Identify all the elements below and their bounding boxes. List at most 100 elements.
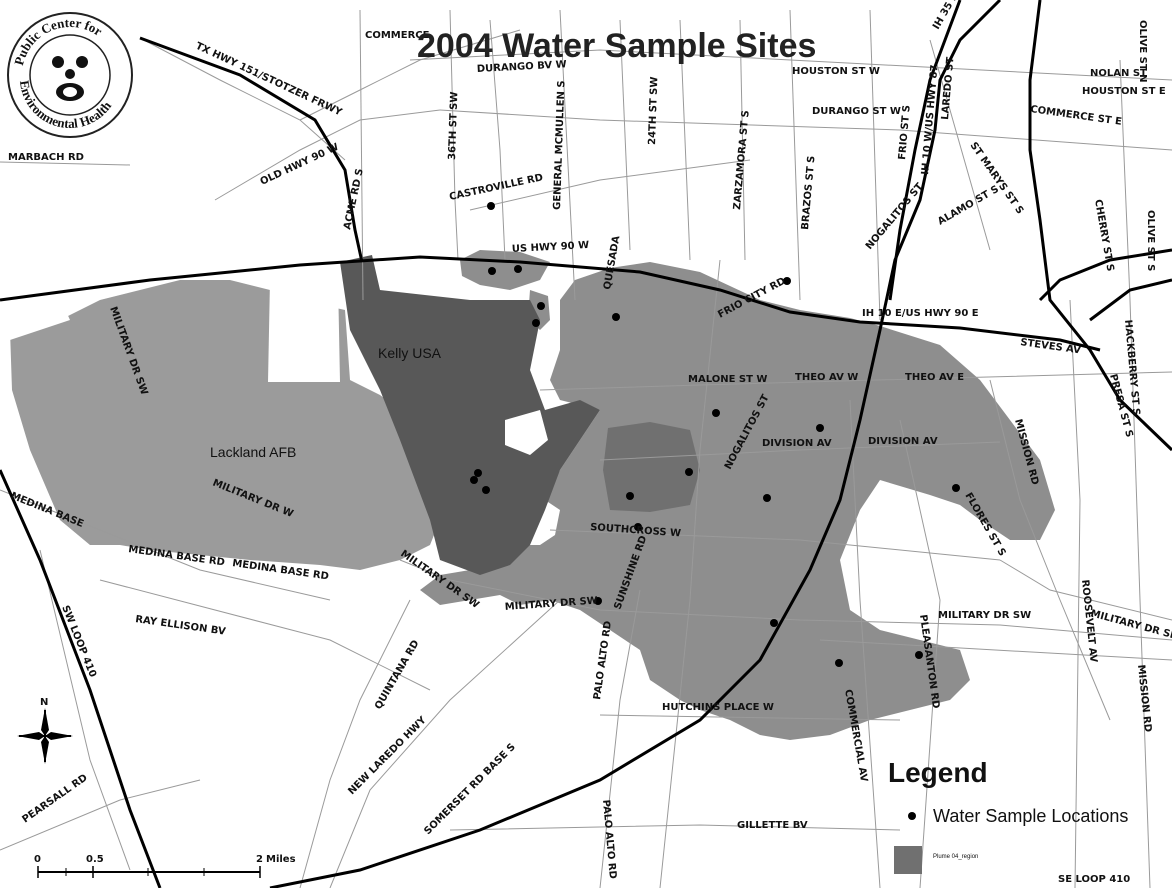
road-label-roosevelt: ROOSEVELT AV	[1079, 579, 1099, 663]
road-label-new-laredo: NEW LAREDO HWY	[346, 714, 429, 797]
road-label-marbach-rd: MARBACH RD	[8, 152, 84, 163]
road-label-mission-rd-south: MISSION RD	[1135, 664, 1153, 732]
road-label-brazos: BRAZOS ST S	[800, 155, 817, 230]
legend-points-label: Water Sample Locations	[933, 806, 1128, 826]
road-label-theo-w: THEO AV W	[795, 372, 858, 383]
road-label-tx-hwy-151: TX HWY 151/STOTZER FRWY	[194, 41, 344, 119]
road-label-olive-st-n: OLIVE ST N	[1137, 20, 1148, 83]
road-label-ray-ellison: RAY ELLISON BV	[135, 614, 227, 638]
kelly-usa-label: Kelly USA	[378, 345, 442, 361]
road-label-military-dr-sw-east: MILITARY DR SW	[938, 610, 1031, 621]
loop-410	[0, 469, 162, 888]
water-sample-point	[763, 494, 771, 502]
plume-regions	[10, 250, 1055, 740]
road-label-commerce-st-e: COMMERCE ST E	[1030, 104, 1123, 128]
minor-roads	[0, 9, 1172, 888]
family-logo-icon	[52, 56, 88, 101]
inner-plume	[603, 422, 700, 512]
legend: Legend Water Sample Locations Plume 04_r…	[888, 757, 1128, 874]
road-label-gillette: GILLETTE BV	[737, 820, 808, 831]
ih-35-north	[269, 0, 1002, 888]
road-label-somerset: SOMERSET RD BASE S	[422, 742, 518, 838]
tx-hwy-151	[139, 36, 364, 263]
road-label-nolan-st: NOLAN ST	[1090, 68, 1147, 79]
road-label-36th-st: 36TH ST SW	[447, 91, 460, 160]
ih-10-east	[1038, 248, 1172, 302]
kelly-cutout	[505, 410, 548, 455]
water-sample-point	[514, 265, 522, 273]
road-label-se-loop: SE LOOP 410	[1058, 874, 1130, 885]
road-label-houston-st-e: HOUSTON ST E	[1082, 86, 1166, 97]
road-label-laredo: LAREDO ST	[940, 56, 956, 120]
water-sample-point	[835, 659, 843, 667]
road-label-ih10e: IH 10 E/US HWY 90 E	[862, 308, 979, 319]
water-sample-point	[537, 302, 545, 310]
kelly-usa-area	[340, 255, 600, 575]
water-sample-point	[612, 313, 620, 321]
road-label-palo-alto: PALO ALTO RD	[592, 620, 614, 700]
north-label: N	[40, 697, 48, 708]
road-label-commerce: COMMERCE	[365, 30, 430, 41]
road-label-general-mcmullen: GENERAL MCMULLEN S	[552, 80, 568, 210]
water-sample-point	[685, 468, 693, 476]
road-label-frio: FRIO ST S	[897, 105, 913, 161]
main-plume	[420, 262, 1055, 740]
scale-two: 2	[256, 854, 263, 865]
map-title: 2004 Water Sample Sites	[417, 27, 816, 65]
road-label-us-hwy-90: US HWY 90 W	[512, 240, 590, 255]
water-sample-point	[487, 202, 495, 210]
road-label-quintana: QUINTANA RD	[373, 638, 422, 711]
road-label-theo-e: THEO AV E	[905, 372, 964, 383]
road-label-durango-st-w: DURANGO ST W	[812, 106, 901, 117]
legend-title: Legend	[888, 757, 988, 788]
lackland-afb-label: Lackland AFB	[210, 444, 296, 460]
road-label-24th-st: 24TH ST SW	[647, 76, 660, 145]
us-hwy-90	[0, 255, 1101, 352]
water-sample-point	[783, 277, 791, 285]
road-label-hutchins: HUTCHINS PLACE W	[662, 702, 774, 713]
logo: Public Center for Environmental Health	[7, 12, 133, 138]
water-sample-point	[952, 484, 960, 492]
water-sample-point	[470, 476, 478, 484]
lackland-hole	[268, 280, 340, 382]
road-label-malone: MALONE ST W	[688, 374, 767, 385]
road-label-division-e: DIVISION AV	[868, 436, 938, 447]
water-sample-point	[532, 319, 540, 327]
road-label-division-w: DIVISION AV	[762, 438, 832, 449]
water-sample-point	[712, 409, 720, 417]
ih-37	[1028, 0, 1172, 452]
road-label-loop410: SW LOOP 410	[59, 604, 98, 679]
scale-half: 0.5	[86, 854, 104, 865]
road-label-houston-st-w: HOUSTON ST W	[792, 66, 880, 77]
legend-point-symbol	[908, 812, 916, 820]
lackland-notch	[10, 298, 70, 340]
water-sample-point	[474, 469, 482, 477]
road-label-military-dr-se: MILITARY DR SE	[1089, 608, 1172, 642]
water-sample-point	[594, 597, 602, 605]
water-sample-point	[915, 651, 923, 659]
water-sample-point	[770, 619, 778, 627]
water-sample-point	[626, 492, 634, 500]
road-label-castroville: CASTROVILLE RD	[448, 172, 544, 203]
water-sample-point	[488, 267, 496, 275]
legend-plume-label: Plume 04_region	[933, 854, 978, 860]
road-label-nogalitos-north: NOGALITOS ST	[864, 181, 926, 252]
road-label-alamo-st: ALAMO ST S	[936, 184, 1001, 228]
compass-rose-icon: N	[17, 697, 73, 764]
scale-units: Miles	[266, 854, 296, 865]
road-label-old-hwy-90: OLD HWY 90 W	[259, 142, 341, 188]
water-sample-point	[482, 486, 490, 494]
scale-bar: 0 0.5 2 Miles	[34, 854, 296, 878]
road-label-cherry-st: CHERRY ST S	[1092, 199, 1115, 273]
legend-plume-swatch	[894, 846, 922, 874]
road-label-olive-st-s: OLIVE ST S	[1145, 210, 1156, 271]
road-label-durango-bv-w: DURANGO BV W	[477, 59, 567, 75]
water-sample-point	[816, 424, 824, 432]
ih-10-west	[888, 0, 962, 301]
sample-points	[470, 202, 960, 667]
water-sample-point	[634, 523, 642, 531]
scale-zero: 0	[34, 854, 41, 865]
